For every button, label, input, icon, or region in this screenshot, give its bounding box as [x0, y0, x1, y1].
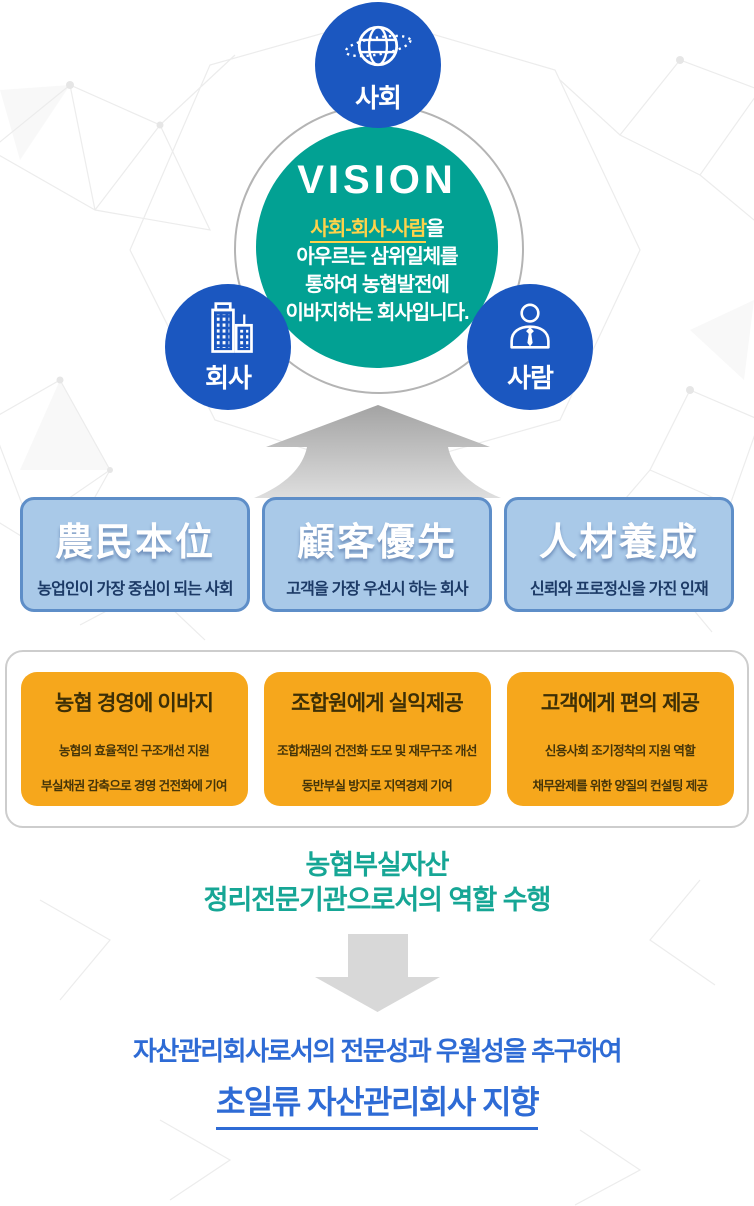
node-society-label: 사회 [355, 82, 402, 113]
vision-line-3: 이바지하는 회사입니다. [285, 302, 469, 324]
goal-text: 자산관리회사로서의 전문성과 우월성을 추구하여 초일류 자산관리회사 지향 [0, 1031, 754, 1130]
vision-line-1: 아우르는 삼위일체를 [296, 246, 458, 268]
mission-line-2: 정리전문기관으로서의 역할 수행 [203, 885, 552, 915]
principle-desc: 신뢰와 프로정신을 가진 인재 [530, 580, 709, 598]
vision-line-2: 통하여 농협발전에 [305, 274, 450, 296]
vision-highlight-line: 사회-회사-사람을 [285, 215, 468, 243]
vision-circle: VISION 사회-회사-사람을 아우르는 삼위일체를 통하여 농협발전에 이바… [256, 126, 498, 368]
principle-farmer-first: 農民本位 농업인이 가장 중심이 되는 사회 [20, 497, 250, 612]
principle-talent-development: 人材養成 신뢰와 프로정신을 가진 인재 [504, 497, 734, 612]
role-body: 조합채권의 건전화 도모 및 재무구조 개선 동반부실 방지로 지역경제 기여 [277, 740, 477, 794]
role-title: 농협 경영에 이바지 [54, 692, 214, 715]
node-company: 회사 [165, 284, 291, 410]
building-icon [199, 300, 257, 356]
node-person-label: 사람 [507, 362, 554, 393]
goal-line-1: 자산관리회사로서의 전문성과 우월성을 추구하여 [133, 1036, 623, 1066]
role-customer-convenience: 고객에게 편의 제공 신용사회 조기정착의 지원 역할 채무완제를 위한 양질의… [506, 672, 734, 806]
principle-hanja: 人材養成 [538, 521, 699, 564]
down-arrow [315, 934, 440, 1012]
role-line: 동반부실 방지로 지역경제 기여 [301, 779, 453, 793]
node-society: 사회 [315, 2, 441, 128]
role-line: 농협의 효율적인 구조개선 지원 [58, 744, 210, 758]
role-body: 신용사회 조기정착의 지원 역할 채무완제를 위한 양질의 컨설팅 제공 [532, 740, 709, 794]
mission-text: 농협부실자산 정리전문기관으로서의 역할 수행 [0, 848, 754, 918]
role-nh-management: 농협 경영에 이바지 농협의 효율적인 구조개선 지원 부실채권 감축으로 경영… [20, 672, 248, 806]
principle-desc: 고객을 가장 우선시 하는 회사 [286, 580, 468, 598]
role-body: 농협의 효율적인 구조개선 지원 부실채권 감축으로 경영 건전화에 기여 [41, 740, 228, 794]
principle-hanja: 農民本位 [54, 521, 215, 564]
principle-hanja: 顧客優先 [296, 521, 457, 564]
vision-highlight-suffix: 을 [426, 218, 444, 240]
node-person: 사람 [467, 284, 593, 410]
vision-title: VISION [297, 158, 457, 202]
principles-row: 農民本位 농업인이 가장 중심이 되는 사회 顧客優先 고객을 가장 우선시 하… [0, 497, 754, 612]
globe-icon [340, 16, 416, 76]
up-arrow [254, 405, 501, 498]
person-icon [502, 300, 558, 356]
node-company-label: 회사 [205, 362, 252, 393]
goal-line-2: 초일류 자산관리회사 지향 [215, 1077, 540, 1130]
roles-panel: 농협 경영에 이바지 농협의 효율적인 구조개선 지원 부실채권 감축으로 경영… [5, 650, 749, 828]
vision-statement: 사회-회사-사람을 아우르는 삼위일체를 통하여 농협발전에 이바지하는 회사입… [285, 215, 470, 327]
principle-desc: 농업인이 가장 중심이 되는 사회 [37, 580, 233, 598]
role-title: 고객에게 편의 제공 [540, 692, 700, 715]
mission-line-1: 농협부실자산 [305, 850, 449, 880]
role-line: 조합채권의 건전화 도모 및 재무구조 개선 [277, 744, 477, 758]
role-title: 조합원에게 실익제공 [291, 692, 464, 715]
role-line: 채무완제를 위한 양질의 컨설팅 제공 [532, 779, 709, 793]
role-member-benefit: 조합원에게 실익제공 조합채권의 건전화 도모 및 재무구조 개선 동반부실 방… [263, 672, 491, 806]
vision-highlight: 사회-회사-사람 [310, 218, 427, 243]
role-line: 신용사회 조기정착의 지원 역할 [544, 744, 696, 758]
principle-customer-first: 顧客優先 고객을 가장 우선시 하는 회사 [262, 497, 492, 612]
goal-line-2-wrap: 초일류 자산관리회사 지향 [0, 1068, 754, 1130]
role-line: 부실채권 감축으로 경영 건전화에 기여 [41, 779, 228, 793]
